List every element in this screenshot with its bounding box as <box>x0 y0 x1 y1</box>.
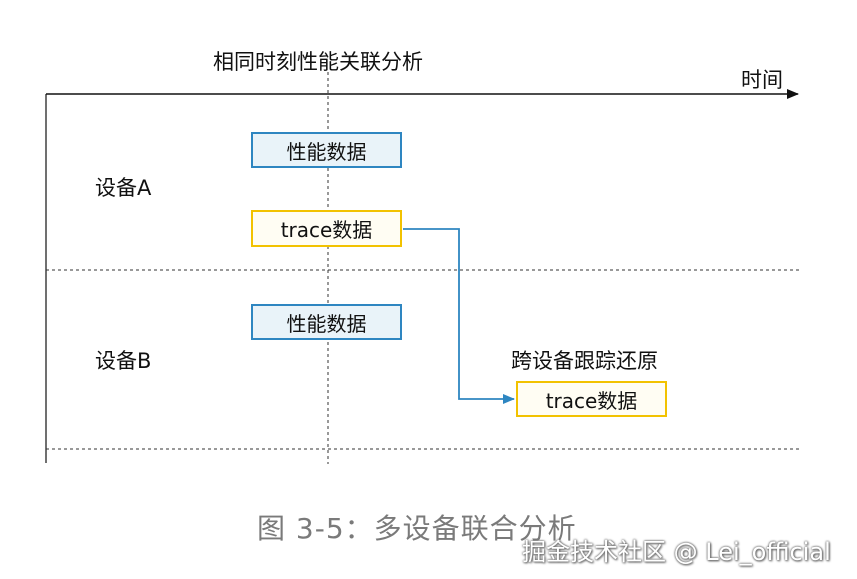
watermark: 掘金技术社区 @ Lei_official <box>522 538 831 566</box>
figure-caption: 图 3-5：多设备联合分析 <box>257 512 577 545</box>
device-b-label: 设备B <box>95 349 152 373</box>
device-b-trace-box: trace数据 <box>516 381 667 417</box>
device-b-perf-box: 性能数据 <box>251 304 402 340</box>
device-a-label: 设备A <box>95 176 152 200</box>
same-moment-label: 相同时刻性能关联分析 <box>213 50 423 74</box>
time-axis-label: 时间 <box>741 68 783 92</box>
device-a-trace-box: trace数据 <box>251 210 402 247</box>
device-a-perf-box: 性能数据 <box>251 132 402 168</box>
cross-device-trace-label: 跨设备跟踪还原 <box>511 349 658 373</box>
cross-device-arrow <box>403 228 515 404</box>
